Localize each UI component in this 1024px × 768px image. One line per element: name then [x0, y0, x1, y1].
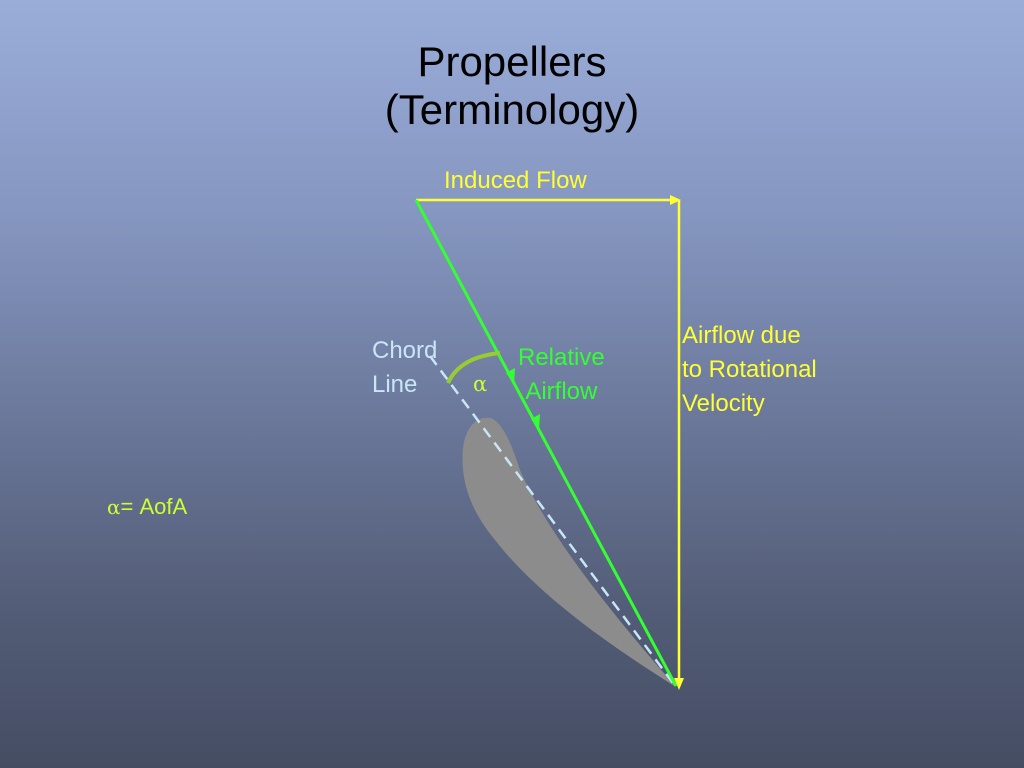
rotational-velocity-label-line-1: Airflow due	[682, 322, 801, 349]
induced-flow-arrowhead	[670, 195, 681, 205]
rotational-velocity-label-line-3: Velocity	[682, 390, 765, 417]
aofa-legend-text: = AofA	[120, 494, 188, 519]
relative-airflow-vector	[414, 199, 678, 687]
title-line-2: (Terminology)	[384, 86, 640, 133]
relative-airflow-arrowhead-2	[531, 414, 540, 430]
rotational-velocity-label-line-2: to Rotational	[682, 356, 817, 383]
aofa-legend-symbol: α	[107, 495, 121, 519]
chord-line-label-line-2: Line	[372, 371, 418, 398]
relative-airflow-arrowhead-1	[506, 368, 515, 384]
induced-flow-label: Induced Flow	[444, 167, 587, 194]
chord-line	[428, 355, 678, 688]
rotational-velocity-label: Airflow due to Rotational Velocity	[682, 319, 817, 421]
chord-line-label-line-1: Chord	[372, 337, 438, 364]
relative-airflow-label-line-2: Airflow	[525, 378, 598, 405]
alpha-angle-label: α	[473, 372, 488, 396]
title-line-1: Propellers	[417, 38, 607, 85]
rotational-velocity-arrowhead	[674, 678, 684, 690]
slide-title: Propellers (Terminology)	[0, 38, 1024, 134]
aofa-legend: α= AofA	[107, 490, 187, 524]
relative-airflow-label: Relative Airflow	[518, 341, 605, 409]
angle-of-attack-arc	[446, 351, 501, 384]
relative-airflow-label-line-1: Relative	[518, 344, 605, 371]
airfoil-shape	[462, 417, 676, 687]
chord-line-label: Chord Line	[372, 334, 437, 402]
